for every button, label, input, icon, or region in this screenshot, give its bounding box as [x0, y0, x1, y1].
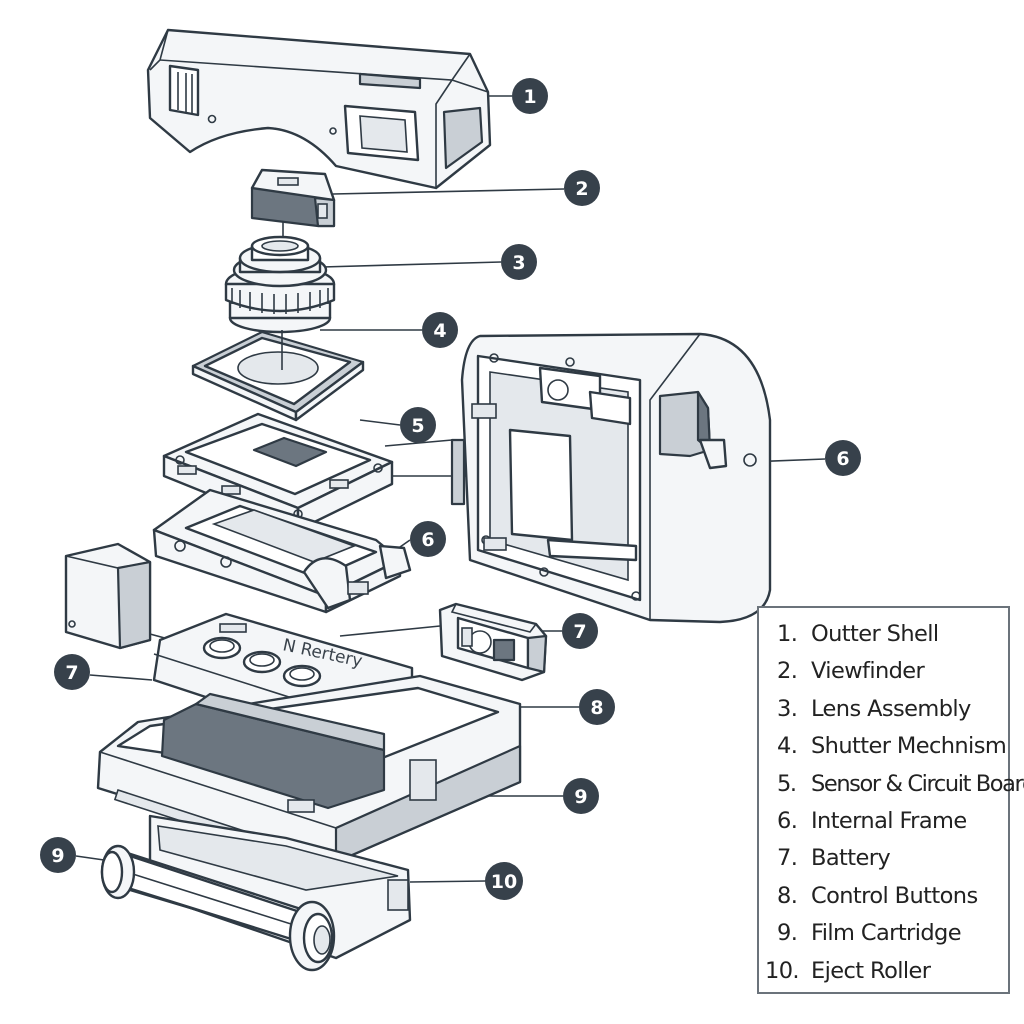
- callout-9-left: 9: [40, 837, 76, 873]
- callout-9-right: 9: [563, 778, 599, 814]
- callout-7-right: 7: [562, 613, 598, 649]
- callout-6-left: 6: [410, 521, 446, 557]
- callout-7-left: 7: [54, 654, 90, 690]
- callout-10: 10: [485, 862, 523, 900]
- callout-8: 8: [579, 689, 615, 725]
- callout-2: 2: [564, 170, 600, 206]
- battery-right-part: [438, 602, 548, 682]
- callout-1: 1: [512, 78, 548, 114]
- svg-text:7: 7: [65, 662, 78, 684]
- legend-item-4: 4.Shutter Mechnism: [777, 733, 1007, 760]
- leader-lines: [75, 95, 826, 883]
- svg-text:3: 3: [512, 252, 525, 274]
- svg-text:2: 2: [575, 178, 588, 200]
- callout-5: 5: [400, 407, 436, 443]
- sensor-circuit-board-part: [162, 412, 394, 532]
- internal-frame-small-part: [152, 488, 412, 614]
- callout-6-right: 6: [825, 440, 861, 476]
- svg-text:7: 7: [573, 621, 586, 643]
- svg-text:9: 9: [51, 845, 64, 867]
- legend-item-1: 1.Outter Shell: [777, 621, 939, 647]
- svg-text:9: 9: [574, 786, 587, 808]
- svg-text:1: 1: [523, 86, 536, 108]
- shutter-mechanism-part: [191, 330, 365, 422]
- callout-4: 4: [422, 312, 458, 348]
- callout-3: 3: [501, 244, 537, 280]
- legend-item-3: 3.Lens Assembly: [777, 695, 971, 722]
- legend-item-8: 8.Control Buttons: [777, 882, 978, 909]
- svg-text:5: 5: [411, 415, 424, 437]
- legend-item-2: 2.Viewfinder: [777, 658, 925, 685]
- legend-item-10: 10.Eject Roller: [765, 957, 931, 984]
- svg-text:6: 6: [421, 529, 434, 551]
- viewfinder-part: [250, 168, 336, 245]
- battery-small-part: [64, 542, 152, 650]
- parts-legend: 1.Outter Shell 2.Viewfinder 3.Lens Assem…: [757, 606, 1024, 994]
- legend-item-9: 9.Film Cartridge: [777, 920, 962, 947]
- svg-text:4: 4: [433, 320, 446, 342]
- svg-text:8: 8: [590, 697, 603, 719]
- svg-text:6: 6: [836, 448, 849, 470]
- outer-shell-part: [146, 28, 492, 190]
- lens-assembly-part: [224, 235, 336, 334]
- eject-roller-part: [100, 814, 412, 972]
- legend-item-7: 7.Battery: [777, 845, 891, 872]
- callouts: 1 2 3 4 5 6 6 7 7 8 9 9 10: [40, 78, 861, 900]
- legend-item-6: 6.Internal Frame: [777, 807, 967, 834]
- legend-item-5: 5.Sensor & Circuit Board: [777, 770, 1024, 797]
- internal-frame-large-part: [450, 332, 772, 624]
- svg-text:10: 10: [491, 871, 517, 893]
